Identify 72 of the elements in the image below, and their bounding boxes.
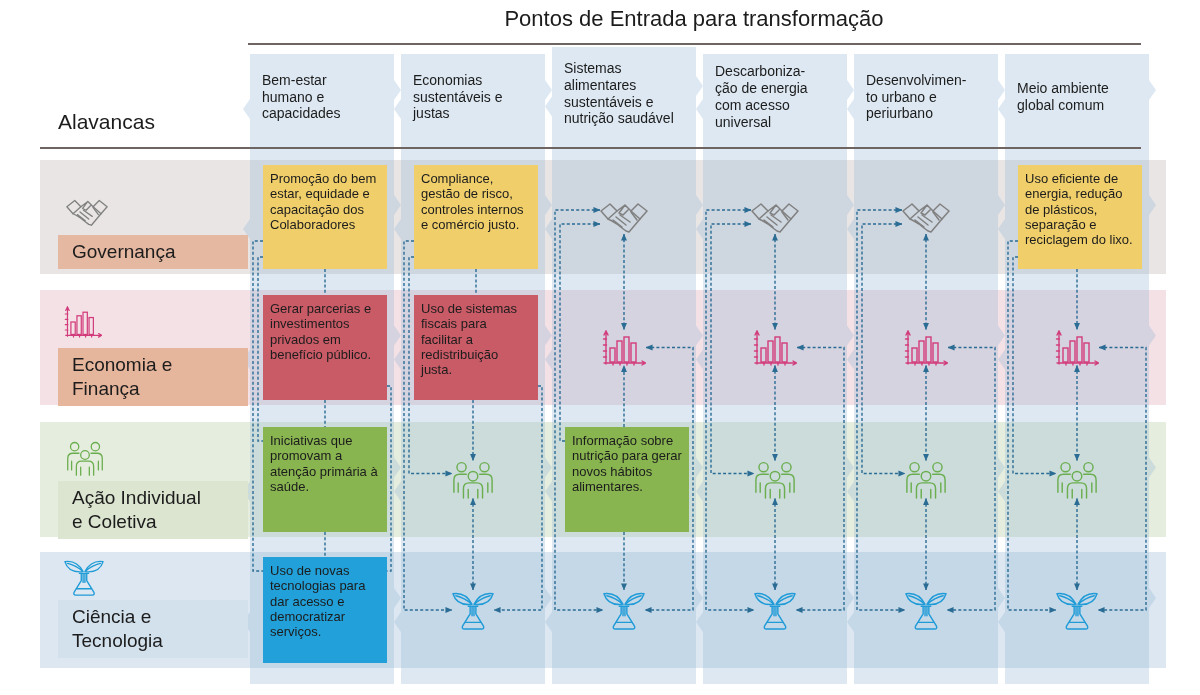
- initiative-card: Gerar parcerias e investimentos privados em benefício público.: [263, 295, 387, 400]
- dashed-arrow: [644, 344, 694, 613]
- dashed-arrow: [470, 497, 476, 591]
- initiative-card: Uso eficiente de energia, redução de plásticos, separação e reciclagem do lixo.: [1018, 165, 1142, 269]
- dashed-line: [386, 385, 392, 572]
- dashed-arrow: [621, 233, 627, 331]
- bar-chart-icon: [753, 329, 797, 366]
- plant-flask-icon: [1056, 590, 1098, 630]
- people-icon: [1056, 460, 1098, 499]
- initiative-card: Promoção do bem estar, equidade e capacitação dos Colaboradores: [263, 165, 387, 269]
- entry-point-header: Bem-estar humano e capacidades: [243, 54, 401, 140]
- dashed-arrow: [923, 497, 929, 591]
- lever-label: Ação Individual e Coletiva: [58, 481, 248, 539]
- dashed-arrow: [705, 207, 755, 613]
- dashed-arrow: [946, 344, 996, 613]
- lever-label: Economia e Finança: [58, 348, 248, 406]
- dashed-line: [324, 399, 326, 428]
- people-icon: [754, 460, 796, 499]
- dashed-arrow: [772, 364, 778, 462]
- bar-chart-icon: [1055, 329, 1099, 366]
- dashed-line: [252, 240, 264, 572]
- dashed-arrow: [1007, 240, 1057, 613]
- initiative-card: Compliance, gestão de risco, controles internos e comércio justo.: [414, 165, 538, 269]
- dashed-arrow: [1012, 256, 1057, 477]
- initiative-card: Iniciativas que promovam a atenção primária à saúde.: [263, 427, 387, 532]
- dashed-arrow: [554, 207, 604, 613]
- dashed-arrow: [621, 531, 627, 591]
- lever-label: Ciência e Tecnologia: [58, 600, 248, 658]
- entry-point-header: Descarboniza-ção de energia com acesso universal: [696, 54, 854, 140]
- entry-point-header: Meio ambiente global comum: [998, 54, 1156, 140]
- dashed-arrow: [710, 221, 755, 477]
- entry-point-header: Economias sustentáveis e justas: [394, 54, 552, 140]
- dashed-line: [324, 531, 326, 558]
- dashed-arrow: [772, 233, 778, 331]
- initiative-card: Uso de sistemas fiscais para facilitar a redistribuição justa.: [414, 295, 538, 400]
- dashed-arrow: [493, 385, 543, 613]
- handshake-icon: [902, 200, 950, 234]
- plant-flask-icon: [603, 590, 645, 630]
- dashed-arrow: [1074, 497, 1080, 591]
- dashed-arrow: [923, 233, 929, 331]
- handshake-icon: [600, 200, 648, 234]
- dashed-arrow: [621, 364, 627, 428]
- heading: Alavancas: [58, 110, 155, 134]
- people-icon: [905, 460, 947, 499]
- dashed-arrow: [1074, 268, 1080, 331]
- dashed-line: [324, 268, 326, 296]
- bar-chart-icon: [904, 329, 948, 366]
- dashed-arrow: [1074, 364, 1080, 462]
- entry-point-header: Desenvolvimen-to urbano e periurbano: [847, 54, 1005, 140]
- dashed-arrow: [470, 399, 476, 462]
- dashed-arrow: [408, 256, 453, 477]
- plant-flask-icon: [452, 590, 494, 630]
- dashed-line: [257, 256, 264, 442]
- dashed-arrow: [559, 221, 601, 442]
- dashed-arrow: [795, 344, 845, 613]
- handshake-icon: [751, 200, 799, 234]
- plant-flask-icon: [905, 590, 947, 630]
- bar-chart-icon: [602, 329, 646, 366]
- dashed-arrow: [772, 497, 778, 591]
- dashed-arrow: [1097, 344, 1147, 613]
- dashed-arrow: [861, 221, 906, 477]
- plant-flask-icon: [754, 590, 796, 630]
- dashed-arrow: [923, 364, 929, 462]
- initiative-card: Uso de novas tecnologias para dar acesso e democratizar serviços.: [263, 557, 387, 663]
- entry-point-header: Sistemas alimentares sustentáveis e nutrição saudável: [545, 47, 703, 140]
- title: Pontos de Entrada para transformação: [504, 6, 884, 32]
- initiative-card: Informação sobre nutrição para gerar novos hábitos alimentares.: [565, 427, 689, 532]
- dashed-arrow: [403, 240, 453, 613]
- lever-label: Governança: [58, 235, 248, 269]
- people-icon: [452, 460, 494, 499]
- dashed-line: [475, 268, 477, 296]
- dashed-arrow: [856, 207, 906, 613]
